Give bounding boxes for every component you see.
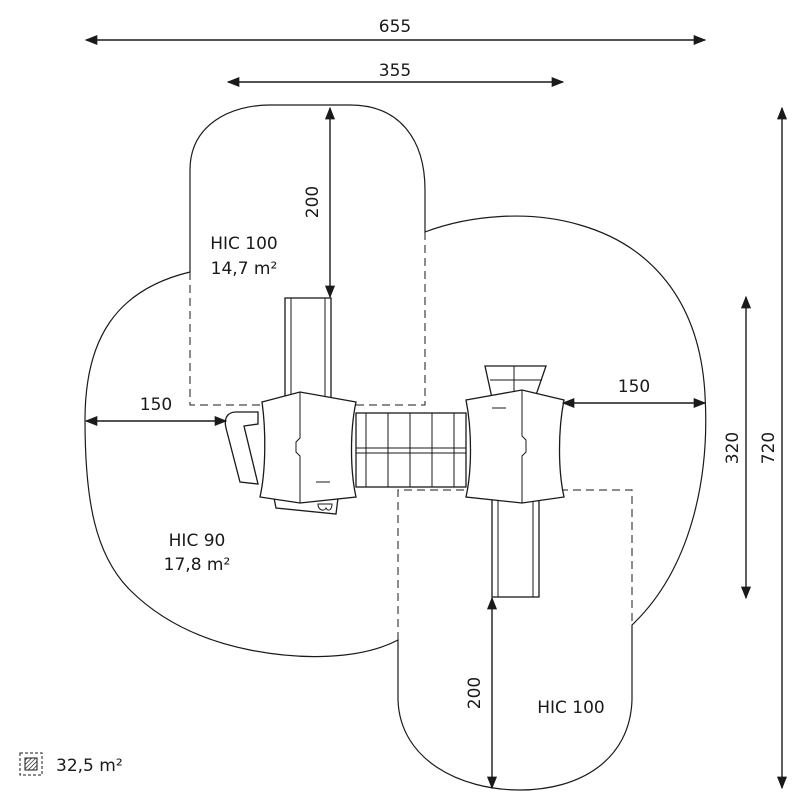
bottom-slide xyxy=(491,494,540,598)
top-zone-area-label: 14,7 m² xyxy=(211,259,278,279)
dimension-total-height: 720 xyxy=(759,106,788,790)
dimension-left-clearance: 150 xyxy=(84,395,228,427)
hatched-square-icon xyxy=(19,752,43,776)
right-clearance-label: 150 xyxy=(618,377,650,397)
inner-width-label: 355 xyxy=(379,61,411,81)
total-width-label: 655 xyxy=(379,17,411,37)
top-zone-depth-label: 200 xyxy=(303,186,323,218)
dimension-inner-width: 355 xyxy=(226,61,565,88)
main-zone-hic-label: HIC 90 xyxy=(169,531,226,551)
total-height-label: 720 xyxy=(759,432,779,464)
left-climbing-rail xyxy=(224,411,259,485)
left-tower xyxy=(259,391,357,515)
left-clearance-label: 150 xyxy=(140,395,172,415)
height-320-label: 320 xyxy=(723,432,743,464)
bottom-zone-depth-label: 200 xyxy=(465,677,485,709)
right-tower xyxy=(465,389,565,504)
top-zone-hic-label: HIC 100 xyxy=(210,234,278,254)
top-slide xyxy=(284,297,332,399)
legend: 32,5 m² xyxy=(19,752,123,776)
bottom-zone-hic-label: HIC 100 xyxy=(537,698,605,718)
safety-zone-outline xyxy=(84,104,707,791)
dimension-bottom-zone: 200 xyxy=(465,596,498,790)
bridge xyxy=(355,412,467,488)
dimension-320: 320 xyxy=(723,295,752,600)
total-area-label: 32,5 m² xyxy=(56,756,123,776)
dimension-right-clearance: 150 xyxy=(561,377,707,409)
dimension-top-zone: 200 xyxy=(303,106,336,299)
dimension-total-width: 655 xyxy=(84,17,707,46)
main-zone-area-label: 17,8 m² xyxy=(164,555,231,575)
